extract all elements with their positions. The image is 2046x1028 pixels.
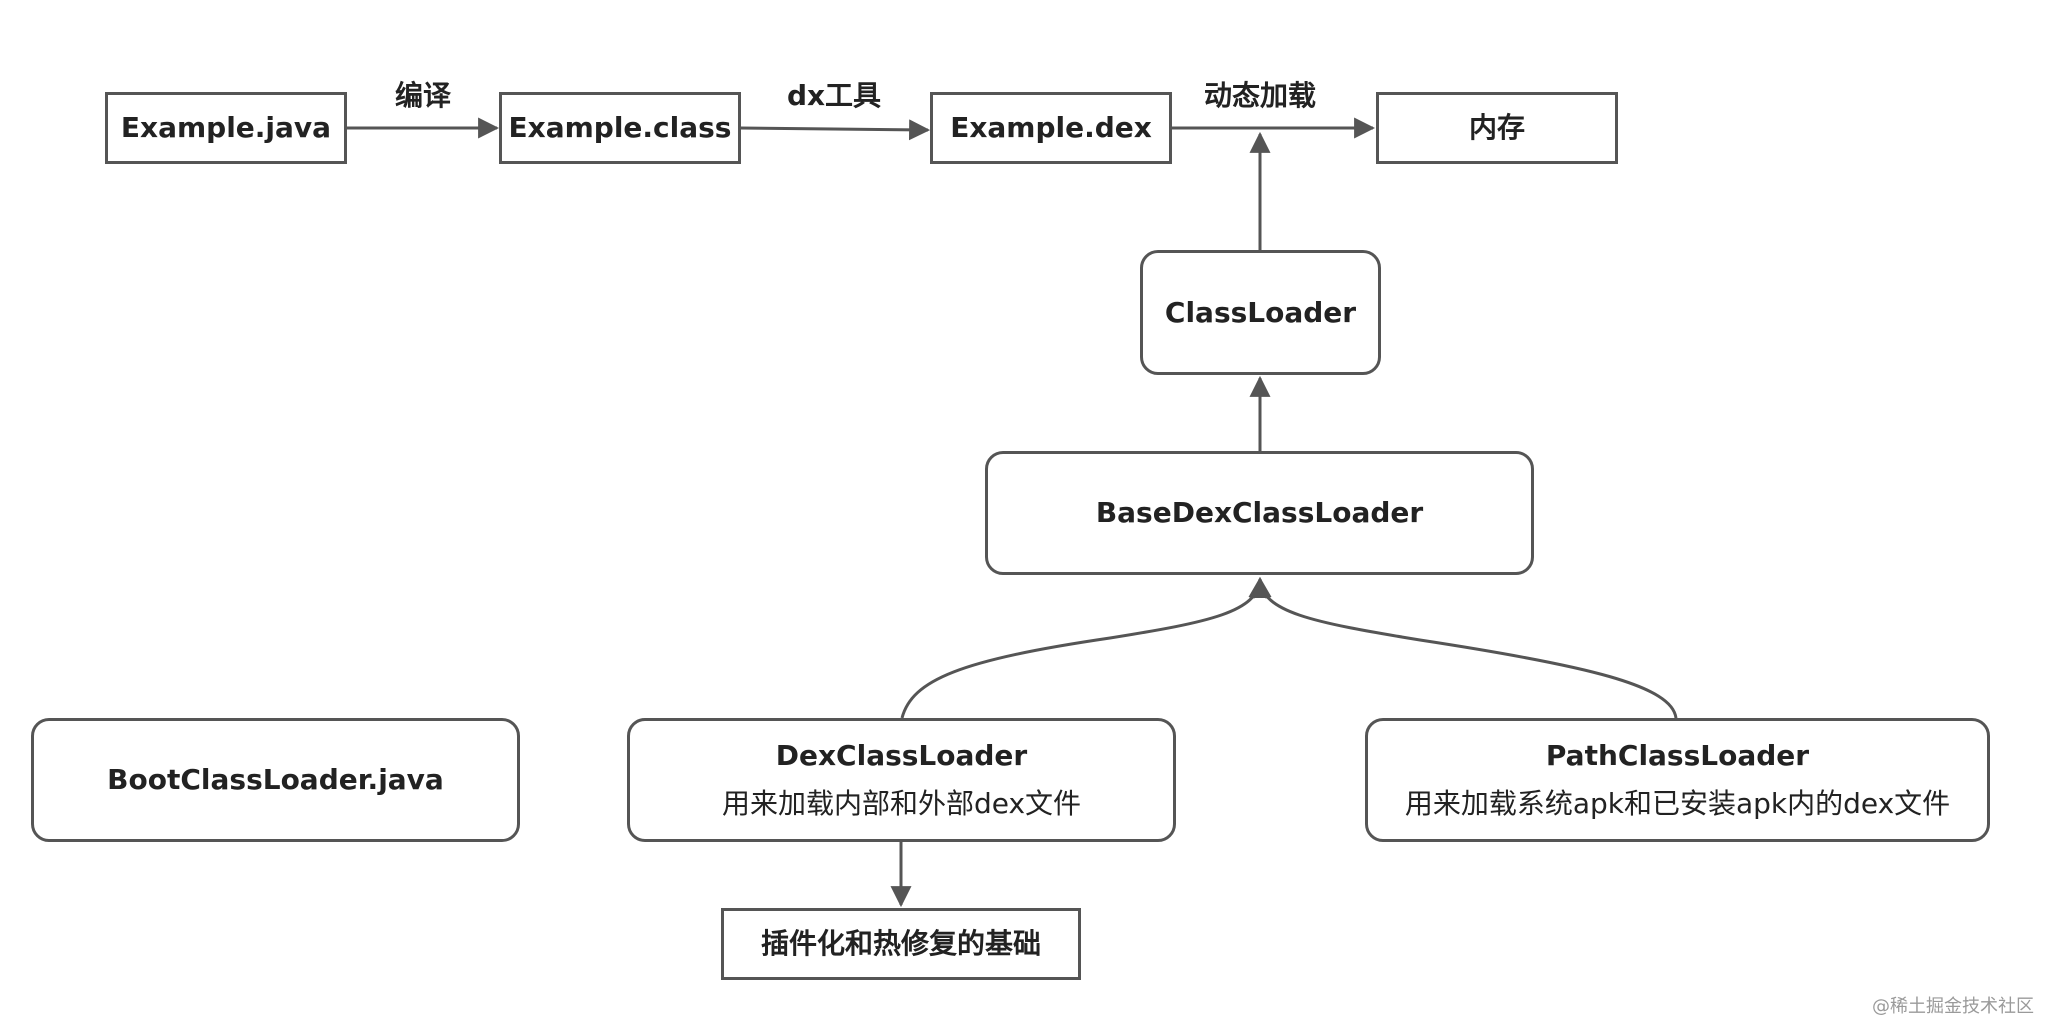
edge-label-dx-tool: dx工具 — [786, 79, 882, 112]
edge-label-dynamic-load: 动态加载 — [1203, 79, 1317, 112]
node-example-class: Example.class — [499, 92, 741, 164]
arrow-pathclassloader-to-basedex — [1250, 576, 1678, 719]
node-example-dex-label: Example.dex — [950, 111, 1152, 145]
node-pathclassloader-title: PathClassLoader — [1545, 739, 1810, 773]
node-dexclassloader-title: DexClassLoader — [775, 739, 1028, 773]
node-pathclassloader-description: 用来加载系统apk和已安装apk内的dex文件 — [1404, 787, 1951, 820]
node-example-class-label: Example.class — [508, 111, 732, 145]
node-memory: 内存 — [1376, 92, 1618, 164]
node-bootclassloader-label: BootClassLoader.java — [107, 763, 444, 797]
node-example-java: Example.java — [105, 92, 347, 164]
node-example-java-label: Example.java — [120, 111, 332, 145]
node-classloader: ClassLoader — [1140, 250, 1381, 375]
node-pathclassloader: PathClassLoader 用来加载系统apk和已安装apk内的dex文件 — [1365, 718, 1990, 842]
node-plugin-hotfix-label: 插件化和热修复的基础 — [760, 927, 1041, 961]
node-bootclassloader: BootClassLoader.java — [31, 718, 520, 842]
node-basedexclassloader-label: BaseDexClassLoader — [1095, 496, 1424, 530]
node-dexclassloader-description: 用来加载内部和外部dex文件 — [721, 787, 1082, 820]
watermark: @稀土掘金技术社区 — [1872, 996, 2034, 1017]
node-classloader-label: ClassLoader — [1164, 295, 1357, 329]
node-basedexclassloader: BaseDexClassLoader — [985, 451, 1534, 575]
arrow-class-to-dex — [739, 119, 931, 141]
arrow-dexclassloader-to-basedex — [900, 576, 1270, 719]
node-example-dex: Example.dex — [930, 92, 1172, 164]
node-memory-label: 内存 — [1468, 111, 1525, 145]
node-plugin-hotfix: 插件化和热修复的基础 — [721, 908, 1081, 980]
edge-label-compile: 编译 — [394, 79, 452, 112]
node-dexclassloader: DexClassLoader 用来加载内部和外部dex文件 — [627, 718, 1176, 842]
